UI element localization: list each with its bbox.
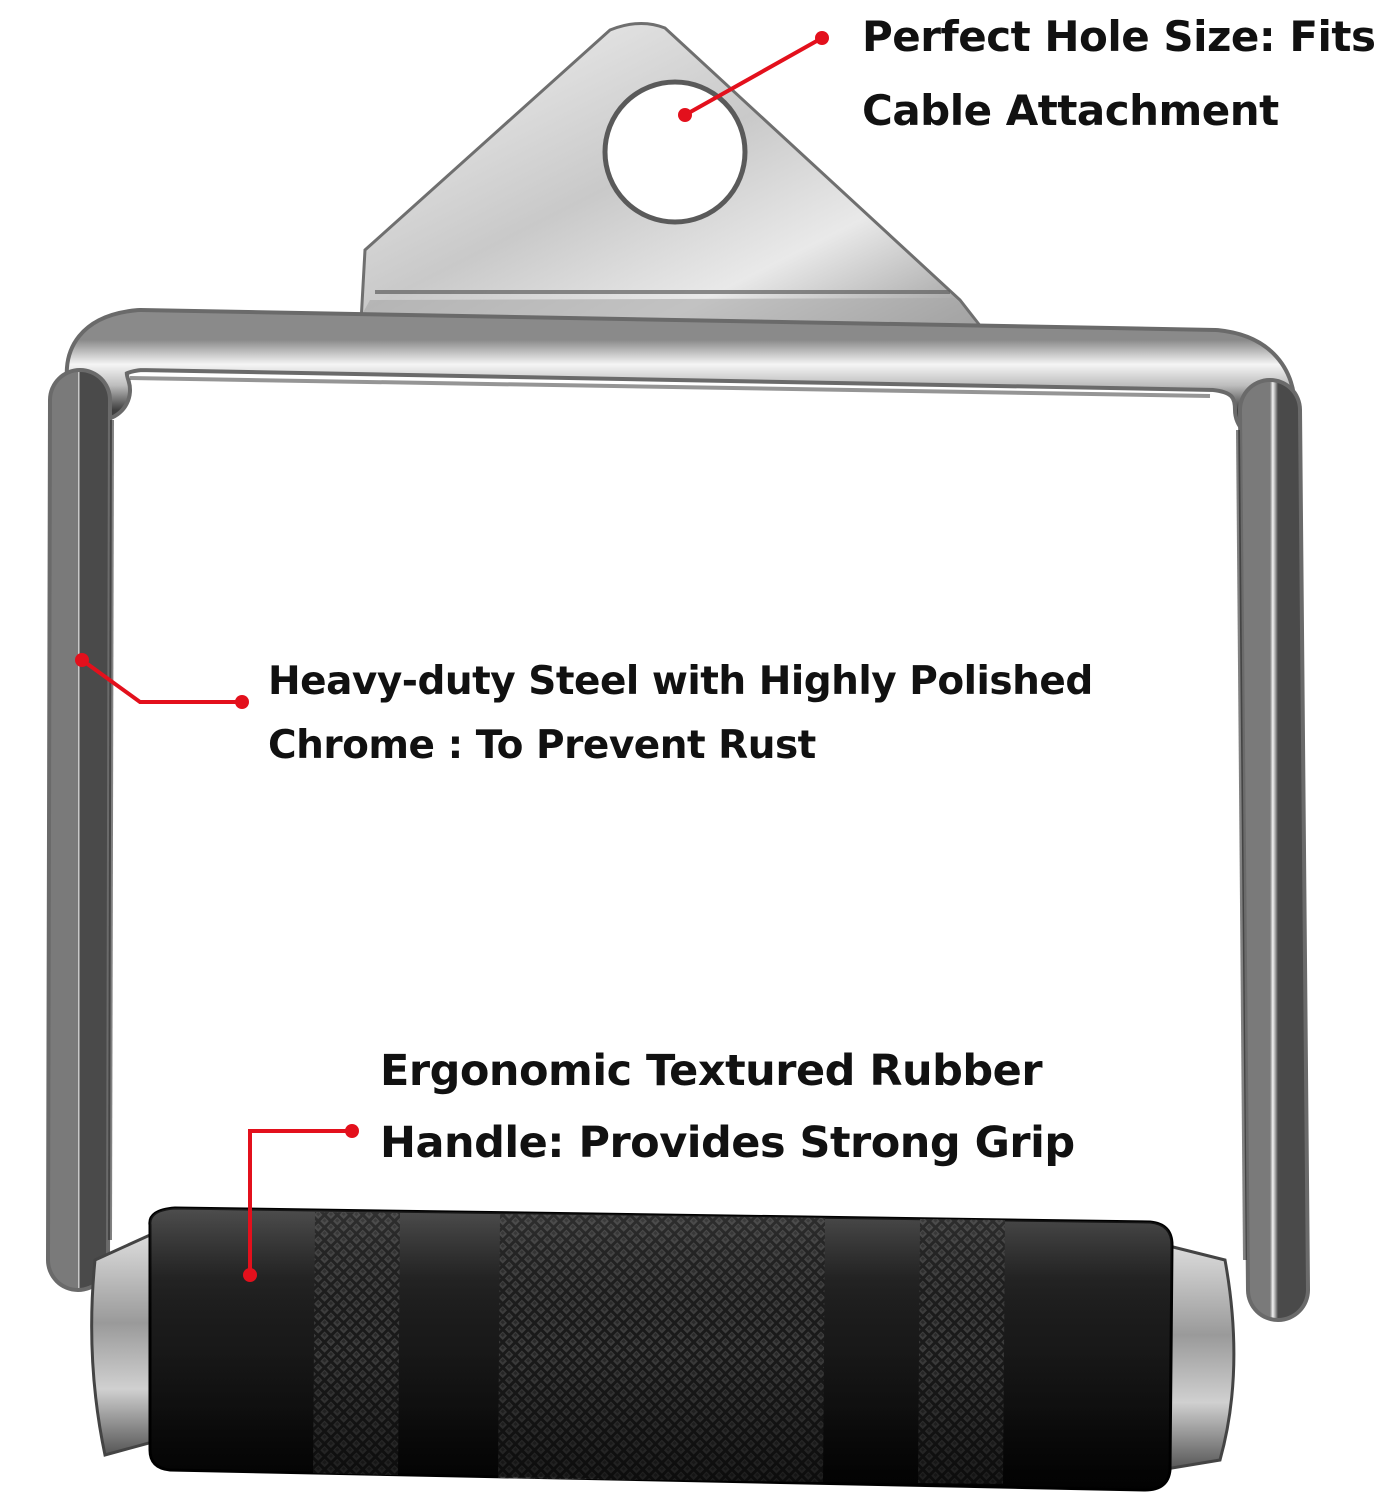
callout-hole-size-line2: Cable Attachment xyxy=(862,86,1279,135)
callout-hole-size: Perfect Hole Size: Fits All Cable Attach… xyxy=(862,0,1382,148)
leader-lines xyxy=(75,31,829,1282)
callout-chrome: Heavy-duty Steel with Highly Polished Ch… xyxy=(268,650,1093,778)
leader-hole xyxy=(684,36,823,117)
chrome-frame xyxy=(46,308,1310,1322)
callout-grip-line1: Ergonomic Textured Rubber xyxy=(380,1046,1043,1096)
callout-hole-size-line1: Perfect Hole Size: Fits All xyxy=(862,12,1382,61)
callout-grip-line2: Handle: Provides Strong Grip xyxy=(380,1118,1075,1168)
leader-chrome xyxy=(80,658,242,704)
callout-grip: Ergonomic Textured Rubber Handle: Provid… xyxy=(380,1035,1075,1179)
callout-chrome-line1: Heavy-duty Steel with Highly Polished xyxy=(268,659,1093,704)
grip-assembly xyxy=(90,1206,1236,1492)
callout-chrome-line2: Chrome : To Prevent Rust xyxy=(268,723,816,768)
leader-grip xyxy=(248,1129,352,1275)
